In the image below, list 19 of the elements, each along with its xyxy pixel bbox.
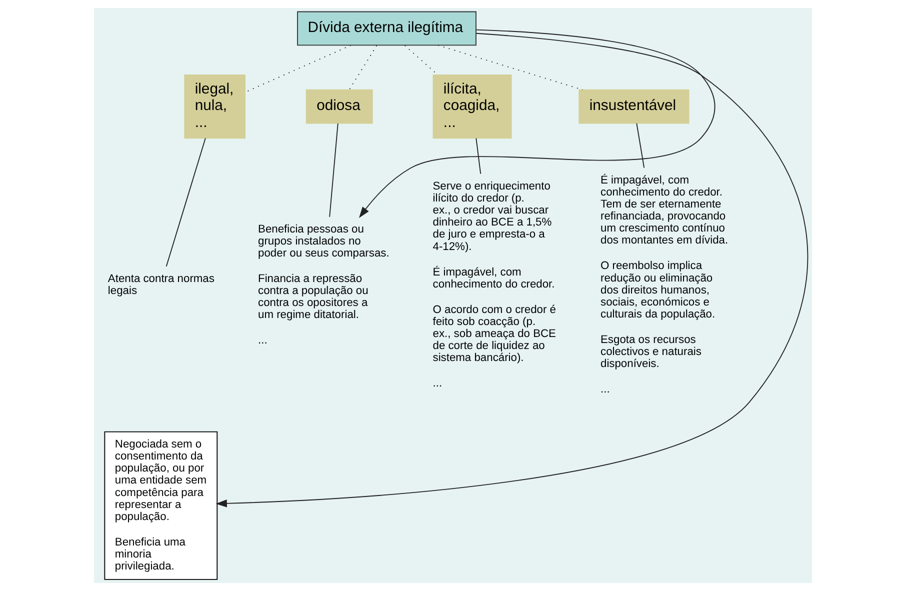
node-box: Negociada sem o consentimento da população, ou por uma entidade sem competência para representar a população. Beneficia uma minoria privilegiada. bbox=[104, 431, 218, 580]
node-box: ilícita, coagida, ... bbox=[432, 74, 512, 139]
connector bbox=[329, 123, 338, 218]
arrow bbox=[216, 32, 808, 508]
node-text: É impagável, com conhecimento do credor. Tem de ser eternamente refinanciada, provocando um crescimento contínuo dos montantes em dívida. O reembolso implica redução ou eliminação dos direitos humanos, sociais, económicos e culturais da população. Esgota os recursos colectivos e naturais disponíveis. ... bbox=[600, 174, 728, 396]
connector bbox=[438, 44, 583, 90]
node-text: Serve o enriquecimento ilícito do credor (p. ex., o credor vai buscar dinheiro ao BCE a 1,5% de juro e empresta-o a 4-12%). É impagável, com conhecimento do credor. O acordo com o credor é feito sob coacção (p. ex., sob ameaça do BCE de corte de liquidez ao sistema bancário). ... bbox=[432, 180, 556, 390]
connector bbox=[244, 44, 352, 93]
node-box: insustentável bbox=[578, 89, 690, 124]
arrow bbox=[359, 29, 716, 218]
connector bbox=[636, 123, 645, 168]
node-box: Dívida externa ilegítima bbox=[297, 11, 476, 46]
connector bbox=[166, 138, 206, 267]
node-box: ilegal, nula, ... bbox=[184, 74, 246, 139]
node-text: Beneficia pessoas ou grupos instalados no poder ou seus comparsas. Financia a repressão contra a população ou contra os opositores a um regime ditatorial. ... bbox=[258, 223, 390, 347]
node-text: Atenta contra normas legais bbox=[108, 272, 214, 298]
connector bbox=[476, 138, 482, 174]
node-box: odiosa bbox=[306, 89, 373, 124]
connector bbox=[348, 45, 378, 90]
